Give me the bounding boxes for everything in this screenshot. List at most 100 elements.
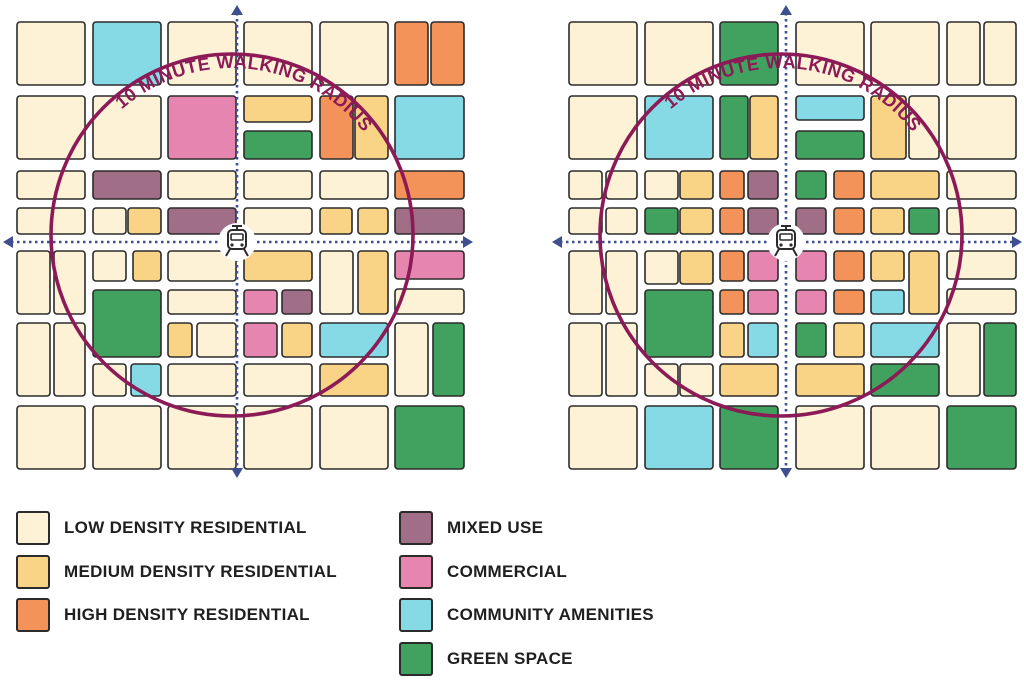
block-medium	[719, 363, 779, 397]
arrow-right-icon	[463, 236, 473, 248]
block-low	[946, 95, 1017, 160]
block-high	[719, 170, 745, 200]
block-community	[747, 322, 779, 358]
block-high	[719, 250, 745, 282]
block-low	[319, 170, 389, 200]
block-low	[16, 250, 51, 315]
block-green	[795, 322, 827, 358]
block-low	[319, 21, 389, 86]
block-mixed	[281, 289, 313, 315]
block-low	[568, 250, 603, 315]
block-high	[430, 21, 465, 86]
legend-item-commercial: COMMERCIAL	[399, 555, 567, 589]
block-green	[795, 130, 865, 160]
legend-item-high-density: HIGH DENSITY RESIDENTIAL	[16, 598, 310, 632]
block-medium	[833, 322, 865, 358]
walking-radius-circle	[598, 52, 964, 418]
block-commercial	[243, 289, 278, 315]
block-low	[16, 322, 51, 397]
block-green	[719, 95, 749, 160]
block-green	[394, 405, 465, 470]
block-medium	[870, 207, 905, 235]
legend-label-green-space: GREEN SPACE	[447, 649, 573, 668]
legend-swatch-community-amenities	[399, 598, 433, 632]
block-low	[605, 322, 638, 397]
legend-label-mixed-use: MIXED USE	[447, 518, 544, 537]
arrow-up-icon	[231, 5, 243, 15]
block-community	[92, 21, 162, 86]
block-low	[243, 207, 313, 235]
block-commercial	[243, 322, 278, 358]
block-low	[644, 170, 679, 200]
block-low	[16, 95, 86, 160]
legend-swatch-mixed-use	[399, 511, 433, 545]
block-low	[16, 21, 86, 86]
block-low	[243, 405, 313, 470]
block-community	[644, 95, 714, 160]
block-medium	[679, 250, 714, 285]
block-medium	[870, 170, 940, 200]
block-mixed	[795, 207, 827, 235]
block-commercial	[747, 250, 779, 282]
block-low	[167, 289, 237, 315]
block-medium	[357, 207, 389, 235]
block-low	[16, 405, 86, 470]
arrow-right-icon	[1012, 236, 1022, 248]
legend-label-commercial: COMMERCIAL	[447, 562, 568, 581]
block-high	[719, 207, 745, 235]
legend-swatch-commercial	[399, 555, 433, 589]
arrow-up-icon	[780, 5, 792, 15]
legend-swatch-medium-density	[16, 555, 50, 589]
block-medium	[132, 250, 162, 282]
block-low	[568, 322, 603, 397]
block-low	[319, 405, 389, 470]
block-green	[243, 130, 313, 160]
block-green	[432, 322, 465, 397]
legend-swatch-high-density	[16, 598, 50, 632]
block-green	[795, 170, 827, 200]
block-medium	[357, 250, 389, 315]
block-high	[833, 250, 865, 282]
block-low	[644, 250, 679, 285]
block-community	[130, 363, 162, 397]
block-community	[870, 289, 905, 315]
block-medium	[679, 170, 714, 200]
block-mixed	[92, 170, 162, 200]
legend-item-medium-density: MEDIUM DENSITY RESIDENTIAL	[16, 555, 337, 589]
block-low	[946, 21, 981, 86]
block-low	[92, 95, 162, 160]
block-low	[870, 21, 940, 86]
block-medium	[870, 95, 907, 160]
block-low	[243, 363, 313, 397]
block-high	[394, 170, 465, 200]
block-low	[946, 207, 1017, 235]
block-low	[394, 288, 465, 315]
block-medium	[719, 322, 745, 358]
block-low	[679, 363, 714, 397]
block-low	[196, 322, 237, 358]
legend-item-community-amenities: COMMUNITY AMENITIES	[399, 598, 654, 632]
block-green	[946, 405, 1017, 470]
block-medium	[908, 250, 940, 315]
block-low	[644, 363, 679, 397]
block-low	[946, 170, 1017, 200]
block-commercial	[167, 95, 237, 160]
block-medium	[679, 207, 714, 235]
block-low	[605, 207, 638, 235]
block-low	[568, 95, 638, 160]
block-medium	[243, 95, 313, 123]
arrow-down-icon	[780, 468, 792, 478]
block-high	[833, 207, 865, 235]
block-commercial	[394, 250, 465, 280]
block-low	[243, 170, 313, 200]
legend-label-high-density: HIGH DENSITY RESIDENTIAL	[64, 605, 310, 624]
block-low	[605, 250, 638, 315]
block-low	[568, 170, 603, 200]
block-low	[92, 405, 162, 470]
block-commercial	[747, 289, 779, 315]
block-green	[983, 322, 1017, 397]
block-low	[394, 322, 429, 397]
block-high	[319, 95, 354, 160]
block-low	[568, 21, 638, 86]
legend-label-medium-density: MEDIUM DENSITY RESIDENTIAL	[64, 562, 337, 581]
